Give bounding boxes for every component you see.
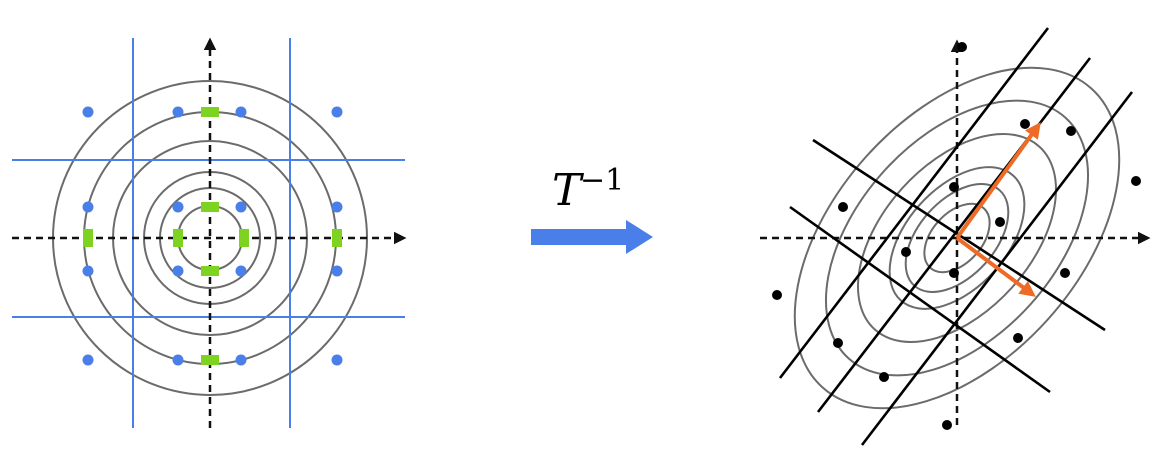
sample-point — [172, 201, 184, 213]
sample-point — [995, 217, 1005, 227]
contour-ellipse — [857, 133, 1057, 343]
sample-point — [957, 42, 967, 52]
transform-symbol: T — [552, 165, 585, 216]
contour-ellipse — [793, 66, 1121, 410]
left-grid-lines — [12, 38, 405, 428]
grid-line-antidiagonal — [789, 205, 1051, 394]
left-panel — [12, 37, 407, 428]
transform-label: T −1 — [552, 163, 624, 216]
basis-vectors — [955, 122, 1041, 297]
anchor-point — [173, 229, 183, 247]
grid-line-diagonal — [816, 57, 1092, 413]
transform-exponent: −1 — [580, 163, 624, 198]
sample-point — [1066, 126, 1076, 136]
sample-point — [942, 420, 952, 430]
sample-point — [1060, 268, 1070, 278]
right-sample-points — [772, 42, 1141, 430]
anchor-point — [201, 355, 219, 365]
sample-point — [331, 106, 343, 118]
sample-point — [82, 265, 94, 277]
left-sample-points — [82, 106, 343, 366]
right-panel — [760, 27, 1151, 446]
anchor-point — [201, 107, 219, 117]
sample-point — [772, 290, 782, 300]
left-axes — [12, 37, 407, 428]
anchor-point — [83, 229, 93, 247]
sample-point — [949, 182, 959, 192]
sample-point — [82, 201, 94, 213]
sample-point — [1013, 333, 1023, 343]
sample-point — [172, 106, 184, 118]
sample-point — [331, 265, 343, 277]
anchor-point — [201, 266, 219, 276]
contour-ellipse — [824, 99, 1090, 377]
anchor-point — [332, 229, 342, 247]
basis-vector-minor — [955, 236, 1036, 297]
sample-point — [235, 201, 247, 213]
anchor-point — [239, 229, 249, 247]
sample-point — [1020, 119, 1030, 129]
sample-point — [833, 338, 843, 348]
sample-point — [901, 247, 911, 257]
sample-point — [331, 201, 343, 213]
sample-point — [331, 354, 343, 366]
sample-point — [838, 202, 848, 212]
sample-point — [949, 268, 959, 278]
sample-point — [1131, 176, 1141, 186]
sample-point — [82, 354, 94, 366]
transform-arrow-group: T −1 — [531, 163, 653, 254]
sample-point — [172, 265, 184, 277]
basis-vector-major — [955, 122, 1041, 240]
sample-point — [172, 354, 184, 366]
grid-line-diagonal — [778, 27, 1050, 379]
sample-point — [879, 372, 889, 382]
right-arrow-icon — [531, 220, 653, 254]
sample-point — [235, 265, 247, 277]
left-anchor-points — [83, 107, 342, 365]
anchor-point — [201, 202, 219, 212]
sample-point — [82, 106, 94, 118]
sample-point — [235, 354, 247, 366]
sample-point — [235, 106, 247, 118]
right-axes — [760, 39, 1151, 425]
